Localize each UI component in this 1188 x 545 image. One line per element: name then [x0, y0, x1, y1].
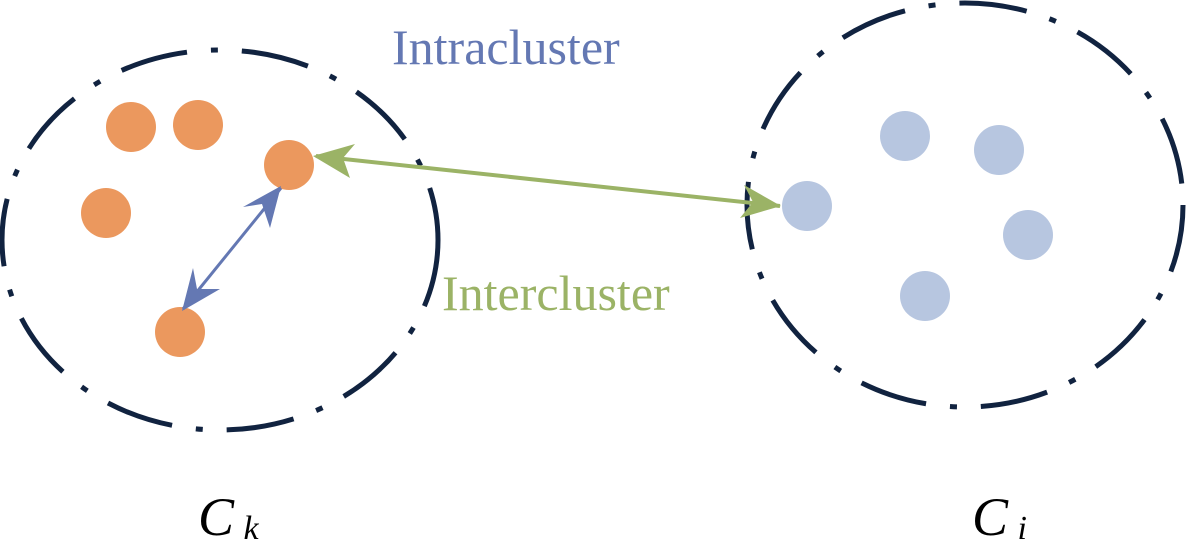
cluster-i-points	[782, 111, 1053, 321]
intracluster-label: Intracluster	[392, 19, 620, 75]
cluster-k-point-5	[155, 307, 205, 357]
cluster-i-point-4	[1003, 210, 1053, 260]
cluster-i-point-1	[880, 111, 930, 161]
cluster-i-boundary	[744, 0, 1186, 410]
cluster-i-point-3	[782, 181, 832, 231]
intercluster-arrowhead-right	[740, 185, 781, 218]
cluster-i-subscript: i	[1018, 510, 1027, 545]
intercluster-arrowhead-left	[313, 144, 355, 178]
cluster-k-label: C k	[198, 487, 260, 545]
cluster-k-subscript: k	[244, 510, 260, 545]
cluster-k-name: C	[198, 487, 235, 545]
intercluster-arrow	[315, 154, 781, 208]
cluster-k-point-4	[81, 188, 131, 238]
intracluster-arrowhead-top	[243, 186, 281, 228]
intercluster-label: Intercluster	[442, 265, 670, 321]
cluster-k-point-1	[106, 102, 156, 152]
cluster-k-point-3	[264, 140, 314, 190]
cluster-i-label: C i	[972, 487, 1027, 545]
intracluster-arrowhead-bottom	[182, 268, 220, 311]
cluster-i-point-2	[974, 125, 1024, 175]
cluster-k-point-2	[173, 100, 223, 150]
cluster-i-point-5	[900, 271, 950, 321]
cluster-k-boundary	[0, 47, 441, 433]
cluster-i-name: C	[972, 487, 1009, 545]
cluster-k-points	[81, 100, 314, 357]
